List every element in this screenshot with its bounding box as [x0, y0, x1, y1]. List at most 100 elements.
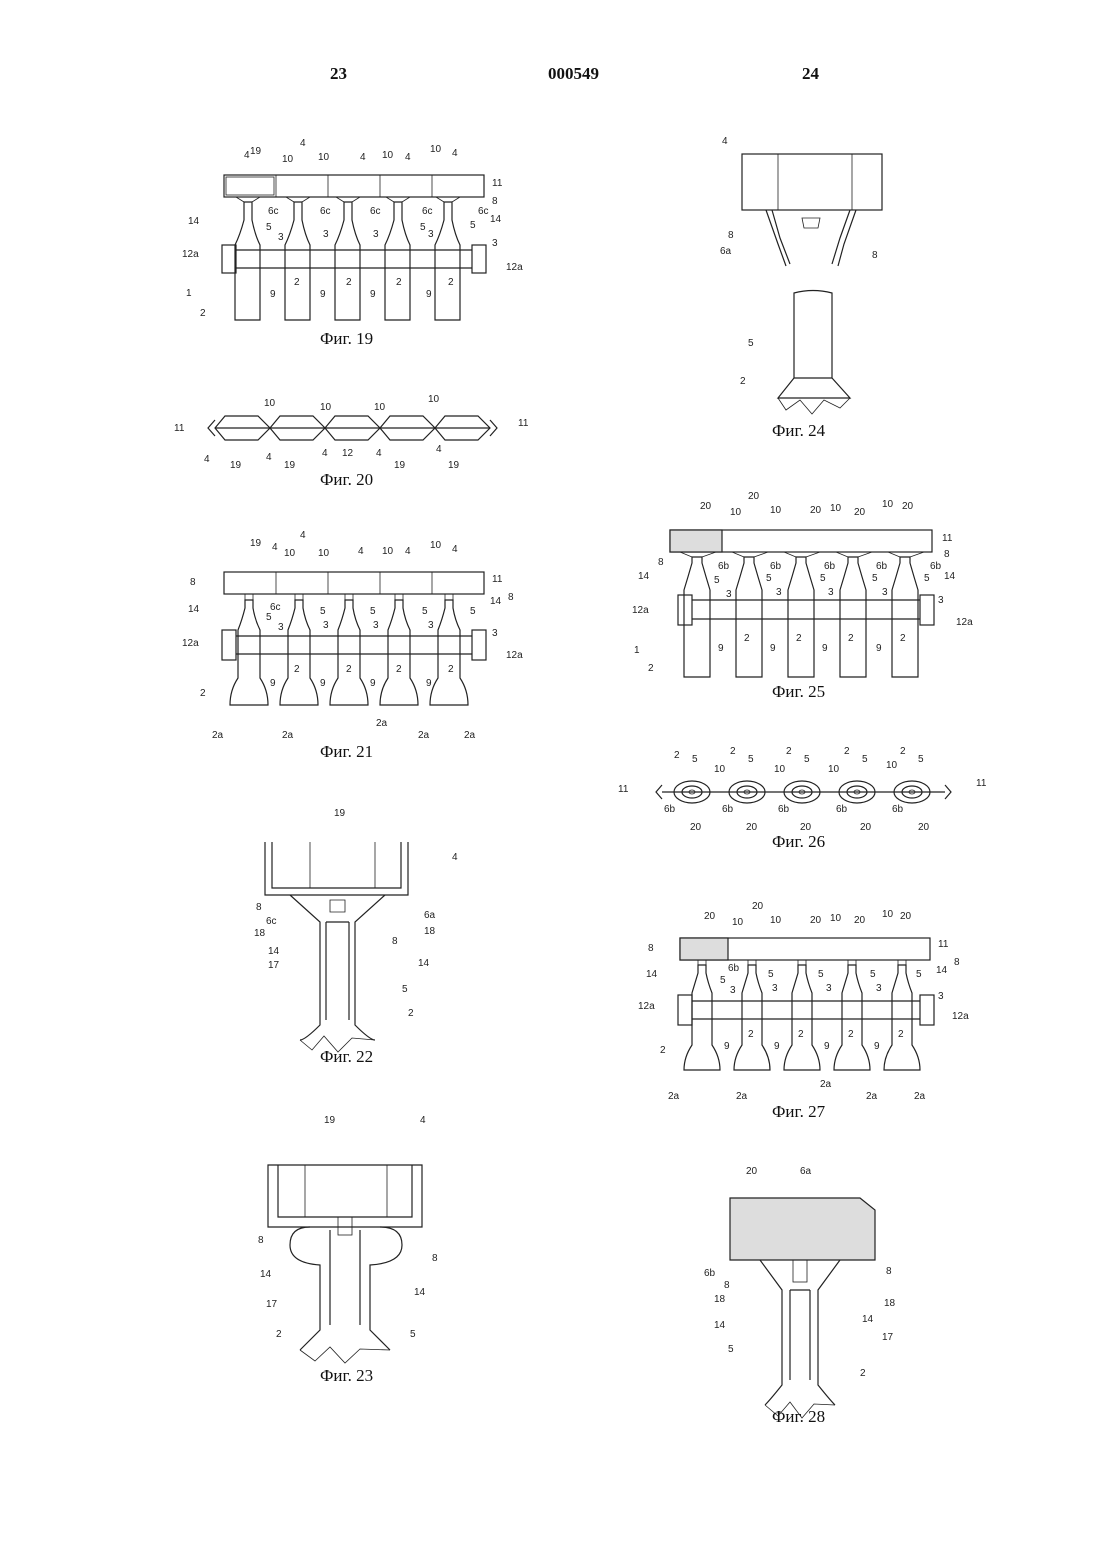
fig22-label: 4 — [452, 852, 458, 863]
fig20-label: 12 — [342, 448, 354, 459]
fig25-drawing — [670, 530, 934, 677]
fig26-label: 10 — [828, 764, 840, 775]
fig25-label: 6b — [930, 561, 942, 572]
fig27-label: 20 — [752, 901, 764, 912]
fig22-label: 8 — [392, 936, 398, 947]
fig23-label: 8 — [258, 1235, 264, 1246]
fig21-label: 10 — [430, 540, 442, 551]
fig20-label: 4 — [204, 454, 210, 465]
fig22-label: 2 — [408, 1008, 414, 1019]
fig19-label: 6c — [422, 206, 433, 217]
fig26-label: 20 — [746, 822, 758, 833]
fig28-label: 18 — [714, 1294, 726, 1305]
fig19-label: 2 — [448, 277, 454, 288]
fig19-label: 9 — [370, 289, 376, 300]
fig21-label: 2a — [418, 730, 430, 741]
fig23-label: 4 — [420, 1115, 426, 1126]
fig27-label: 6b — [728, 963, 740, 974]
fig27-label: 10 — [732, 917, 744, 928]
fig21-label: 4 — [405, 546, 411, 557]
fig20-label: 19 — [284, 460, 296, 471]
fig27-label: 2 — [660, 1045, 666, 1056]
fig28-label: 20 — [746, 1166, 758, 1177]
fig20-label: 4 — [376, 448, 382, 459]
fig25-label: 20 — [810, 505, 822, 516]
fig21-label: 2 — [294, 664, 300, 675]
fig25-label: 11 — [942, 533, 953, 544]
fig22-label: 6a — [424, 910, 436, 921]
fig19-label: 3 — [373, 229, 379, 240]
fig27-label: 2a — [914, 1091, 926, 1102]
figure-23: 19 4 8 8 14 14 17 5 2 Фиг. 23 — [240, 1105, 480, 1390]
fig20-label: 19 — [230, 460, 242, 471]
fig21-label: 3 — [278, 622, 284, 633]
figure-22: 19 4 8 6c 18 14 17 6a 18 8 14 5 2 Фиг. 2… — [230, 800, 490, 1070]
fig21-label: 11 — [492, 574, 503, 585]
fig22-label: 5 — [402, 984, 408, 995]
fig19-label: 11 — [492, 178, 503, 189]
fig27-label: 5 — [870, 969, 876, 980]
fig27-label: 8 — [648, 943, 654, 954]
document-number: 000549 — [548, 64, 599, 84]
fig25-label: 20 — [854, 507, 866, 518]
fig25-label: 2 — [744, 633, 750, 644]
fig27-label: 8 — [954, 957, 960, 968]
fig23-label: 8 — [432, 1253, 438, 1264]
fig21-label: 4 — [300, 530, 306, 541]
fig21-label: 2 — [200, 688, 206, 699]
fig19-label: 2 — [294, 277, 300, 288]
fig27-label: 3 — [876, 983, 882, 994]
fig26-label: 2 — [674, 750, 680, 761]
fig27-label: 12a — [952, 1011, 969, 1022]
fig25-label: 6b — [718, 561, 730, 572]
fig25-label: 5 — [872, 573, 878, 584]
figure-20: 10 10 10 10 11 11 4 19 4 19 4 12 4 19 4 … — [160, 390, 540, 495]
fig27-label: 20 — [900, 911, 912, 922]
figure-26: 2 5 2 5 2 5 2 5 2 5 11 11 10 10 10 10 6b… — [610, 740, 1000, 855]
fig21-label: 4 — [358, 546, 364, 557]
fig27-label: 5 — [720, 975, 726, 986]
fig25-label: 14 — [638, 571, 650, 582]
fig27-label: 2 — [798, 1029, 804, 1040]
fig28-label: 5 — [728, 1344, 734, 1355]
fig25-label: 10 — [730, 507, 742, 518]
fig21-label: 3 — [373, 620, 379, 631]
fig21-label: 10 — [318, 548, 330, 559]
fig25-label: 20 — [700, 501, 712, 512]
fig26-label: 2 — [844, 746, 850, 757]
fig21-label: 5 — [266, 612, 272, 623]
fig25-label: 3 — [726, 589, 732, 600]
fig19-label: 4 — [300, 138, 306, 149]
fig28-label: 8 — [724, 1280, 730, 1291]
fig27-label: 9 — [724, 1041, 730, 1052]
fig20-label: 10 — [374, 402, 386, 413]
fig26-label: 6b — [664, 804, 676, 815]
fig24-label: 6a — [720, 246, 732, 257]
fig28-label: 14 — [714, 1320, 726, 1331]
fig21-label: 2 — [396, 664, 402, 675]
fig23-label: 5 — [410, 1329, 416, 1340]
fig27-label: 14 — [646, 969, 658, 980]
fig22-drawing — [265, 842, 408, 1052]
fig25-label: 10 — [830, 503, 842, 514]
fig25-label: 3 — [938, 595, 944, 606]
fig24-label: 2 — [740, 376, 746, 387]
fig19-caption: Фиг. 19 — [320, 329, 373, 348]
figure-25: 20 20 10 10 20 10 20 10 20 11 8 8 14 6b … — [620, 485, 1000, 705]
fig26-label: 20 — [690, 822, 702, 833]
fig21-label: 5 — [320, 606, 326, 617]
fig21-drawing — [222, 572, 486, 705]
fig25-label: 8 — [944, 549, 950, 560]
fig25-label: 9 — [770, 643, 776, 654]
fig27-label: 2a — [820, 1079, 832, 1090]
fig26-caption: Фиг. 26 — [772, 832, 825, 851]
fig25-label: 12a — [956, 617, 973, 628]
fig19-label: 1 — [186, 288, 192, 299]
fig20-label: 19 — [394, 460, 406, 471]
fig25-label: 20 — [748, 491, 760, 502]
fig20-drawing — [208, 416, 497, 440]
fig21-label: 9 — [320, 678, 326, 689]
fig26-label: 2 — [730, 746, 736, 757]
fig19-label: 6c — [370, 206, 381, 217]
fig27-label: 10 — [830, 913, 842, 924]
